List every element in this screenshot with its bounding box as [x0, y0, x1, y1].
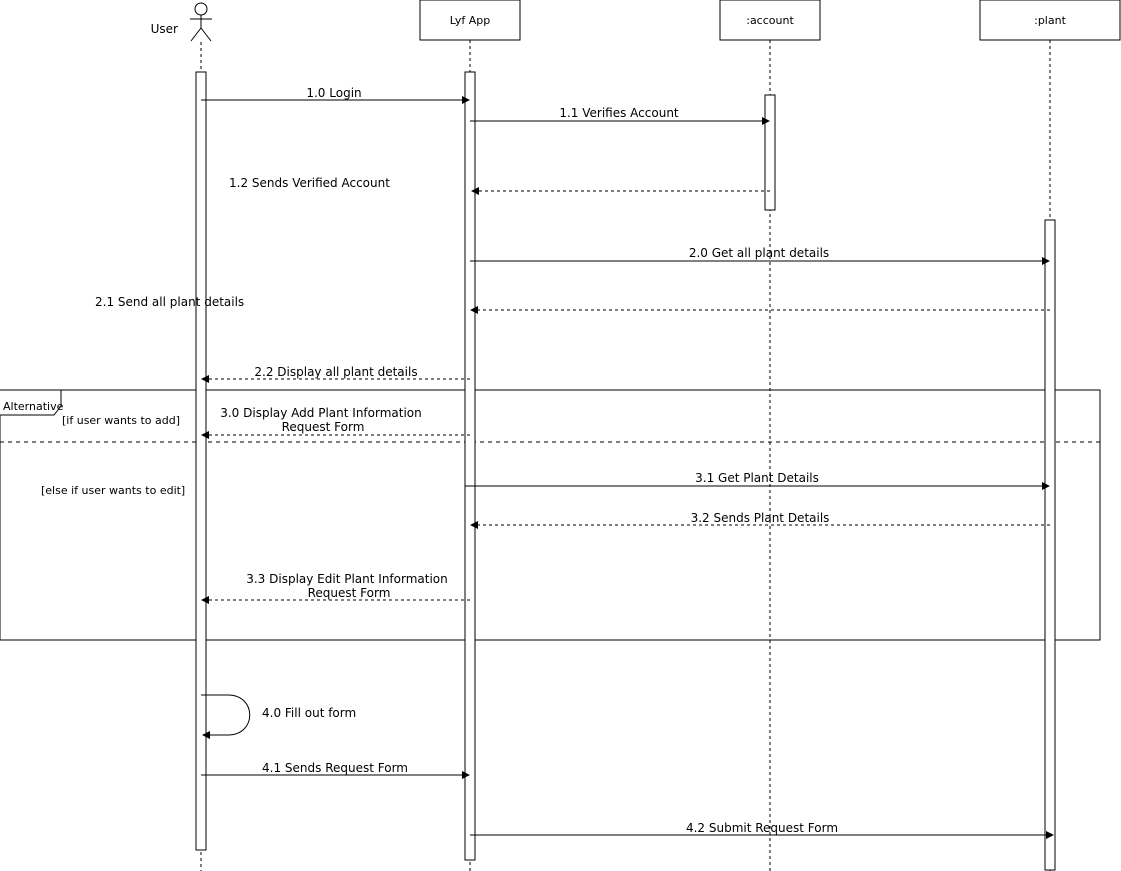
user-activation-bar [195, 71, 207, 851]
msg-2-2-label: 2.2 Display all plant details [254, 365, 417, 379]
msg-3-0-label-line2: Request Form [282, 420, 365, 434]
alt-fragment-operator: Alternative [3, 400, 64, 413]
msg-3-2-label: 3.2 Sends Plant Details [691, 511, 830, 525]
app-activation-bar [464, 71, 476, 861]
msg-2-1-label: 2.1 Send all plant details [95, 295, 244, 309]
msg-3-3-label-line1: 3.3 Display Edit Plant Information [246, 572, 448, 586]
msg-4-0-arrow [201, 694, 251, 739]
msg-3-0-label-line1: 3.0 Display Add Plant Information [220, 406, 422, 420]
user-actor [190, 2, 212, 42]
alt-fragment-tag [0, 389, 62, 416]
msg-2-0-label: 2.0 Get all plant details [689, 246, 829, 260]
account-participant: :account [719, 0, 821, 41]
msg-1-0-label: 1.0 Login [306, 86, 361, 100]
user-actor-label: User [151, 22, 178, 36]
actor-head [194, 2, 208, 16]
alt-guard-add: [if user wants to add] [62, 414, 180, 427]
msg-3-3-label-line2: Request Form [308, 586, 391, 600]
msg-4-2-label: 4.2 Submit Request Form [686, 821, 838, 835]
msg-1-2-label: 1.2 Sends Verified Account [229, 176, 390, 190]
plant-participant: :plant [979, 0, 1121, 41]
plant-activation-bar [1044, 219, 1056, 871]
app-participant: Lyf App [419, 0, 521, 41]
msg-4-1-label: 4.1 Sends Request Form [262, 761, 408, 775]
alt-fragment [0, 389, 1103, 641]
plant-participant-label: :plant [1034, 14, 1066, 27]
msg-4-0-label: 4.0 Fill out form [262, 706, 356, 720]
msg-3-1-label: 3.1 Get Plant Details [695, 471, 819, 485]
account-activation-bar [764, 94, 776, 211]
msg-1-1-label: 1.1 Verifies Account [559, 106, 679, 120]
app-participant-label: Lyf App [450, 14, 491, 27]
account-participant-label: :account [746, 14, 794, 27]
alt-guard-edit: [else if user wants to edit] [41, 484, 185, 497]
